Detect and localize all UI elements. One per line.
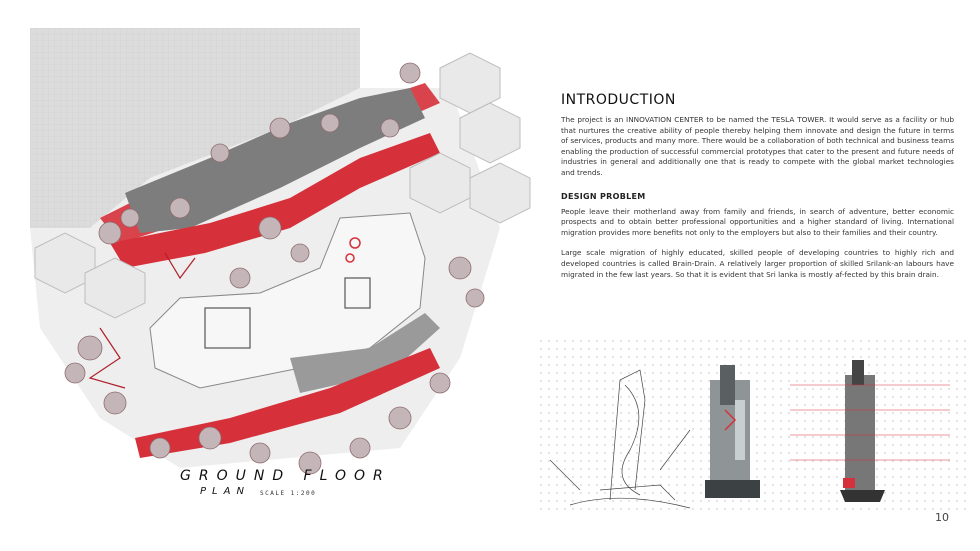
design-problem-paragraph-2: Large scale migration of highly educated… [561, 248, 954, 279]
building-footprint [149, 212, 426, 389]
tower-concept-sketches [540, 340, 970, 510]
sketch-section-drawing [790, 360, 950, 502]
sketch-tower-render [705, 365, 760, 498]
dark-courtyard [125, 88, 425, 233]
plan-title: GROUND FLOOR [180, 468, 391, 484]
sketch-line-drawing [549, 369, 691, 509]
plan-scale: SCALE 1:200 [260, 490, 317, 497]
introduction-text: The project is an INNOVATION CENTER to b… [561, 115, 954, 177]
text-column: INTRODUCTION The project is an INNOVATIO… [561, 92, 954, 280]
introduction-heading: INTRODUCTION [561, 92, 676, 108]
design-problem-heading: DESIGN PROBLEM [561, 191, 646, 201]
plan-subtitle: PLAN [200, 486, 250, 497]
design-problem-paragraph-1: People leave their motherland away from … [561, 206, 954, 237]
red-promenade-middle [110, 133, 440, 268]
ground-floor-plan-drawing [30, 28, 531, 475]
page-number: 10 [935, 511, 949, 524]
